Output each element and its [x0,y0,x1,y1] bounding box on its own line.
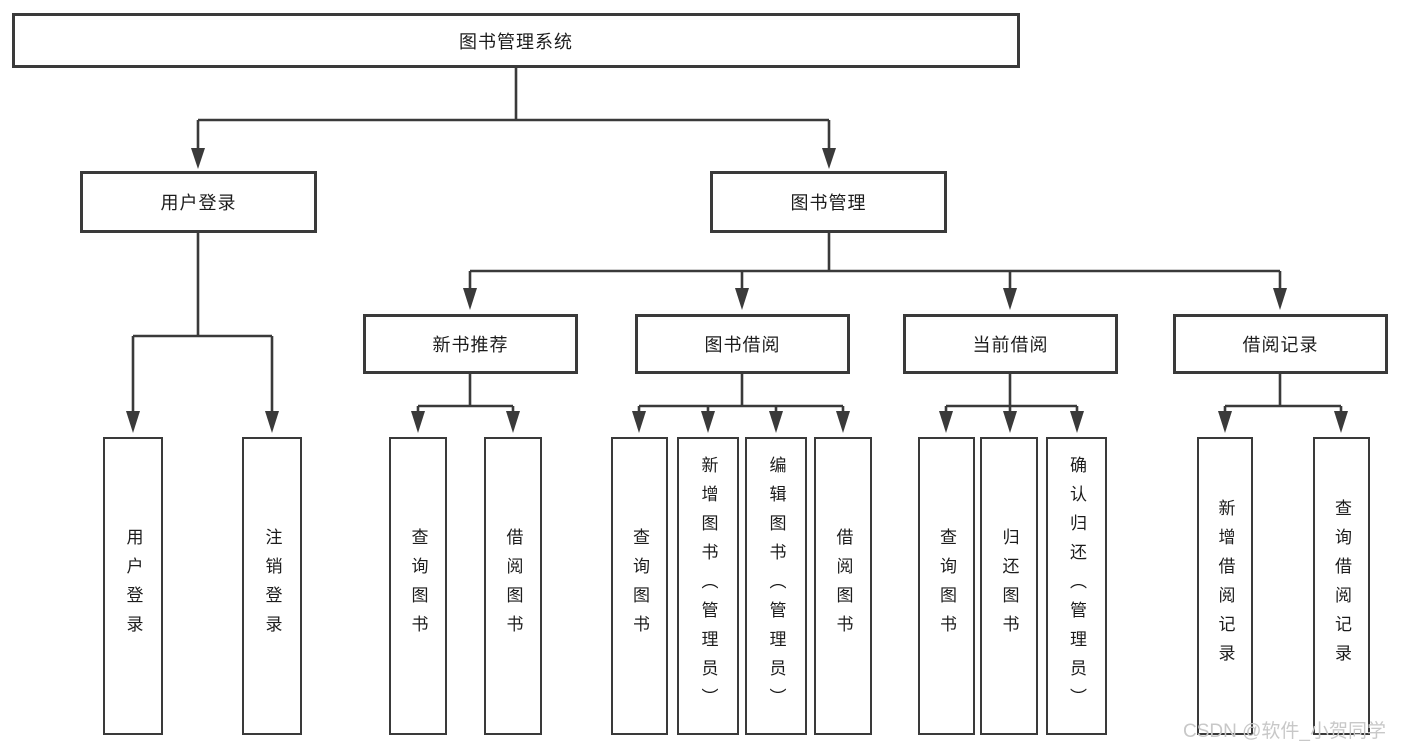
leaf-borrow-books-recommend: 借阅图书 [484,437,542,735]
leaf-edit-books-admin: 编辑图书（管理员） [745,437,807,735]
leaf-query-books-borrow: 查询图书 [611,437,668,735]
connector-userlogin-to-leaves [131,233,274,413]
leaf-label: 编辑图书（管理员） [766,455,786,717]
connector-root-to-level2 [196,68,831,150]
leaf-label: 查询图书 [630,528,649,644]
arrowhead [1003,288,1017,310]
node-root-system: 图书管理系统 [12,13,1020,68]
arrowhead [769,411,783,433]
arrowhead [1334,411,1348,433]
arrowhead [632,411,646,433]
node-label: 图书管理 [790,193,867,213]
arrowhead [126,411,140,433]
connector-borrow-to-leaves [637,374,845,413]
leaf-add-books-admin: 新增图书（管理员） [677,437,739,735]
leaf-query-books-recommend: 查询图书 [389,437,447,735]
node-new-book-recommend: 新书推荐 [363,314,578,374]
arrowhead [701,411,715,433]
connector-current-to-leaves [944,374,1079,413]
csdn-watermark: CSDN @软件_小贺同学 [1183,721,1386,742]
leaf-confirm-return-admin: 确认归还（管理员） [1046,437,1107,735]
leaf-logout: 注销登录 [242,437,302,735]
arrowhead [1070,411,1084,433]
arrowhead [506,411,520,433]
node-label: 图书借阅 [704,335,781,355]
node-book-management: 图书管理 [710,171,947,233]
leaf-return-books: 归还图书 [980,437,1038,735]
leaf-label: 注销登录 [262,528,282,644]
arrowhead [265,411,279,433]
leaf-user-login: 用户登录 [103,437,163,735]
leaf-label: 确认归还（管理员） [1067,455,1086,717]
leaf-add-borrow-record: 新增借阅记录 [1197,437,1253,735]
node-label: 图书管理系统 [459,31,573,52]
arrowhead [939,411,953,433]
arrowhead [1273,288,1287,310]
node-current-borrow: 当前借阅 [903,314,1118,374]
arrowhead [411,411,425,433]
node-label: 借阅记录 [1242,335,1319,355]
leaf-label: 查询借阅记录 [1332,499,1351,673]
leaf-label: 归还图书 [999,528,1019,644]
connector-newbooks-to-leaves [416,374,515,413]
arrowhead [191,148,205,169]
arrowhead [735,288,749,310]
leaf-label: 用户登录 [123,528,143,644]
node-label: 当前借阅 [972,335,1049,355]
arrowhead [822,148,836,169]
node-label: 新书推荐 [432,335,509,355]
arrowhead [1218,411,1232,433]
leaf-label: 查询图书 [408,528,428,644]
node-borrow-records: 借阅记录 [1173,314,1388,374]
node-book-borrow: 图书借阅 [635,314,850,374]
leaf-label: 新增图书（管理员） [698,455,718,717]
arrowhead [836,411,850,433]
leaf-label: 借阅图书 [833,528,853,644]
leaf-label: 查询图书 [937,528,956,644]
connector-bookmgmt-to-level3 [468,233,1282,290]
arrowhead [1003,411,1017,433]
leaf-query-books-current: 查询图书 [918,437,975,735]
arrowhead [463,288,477,310]
node-label: 用户登录 [160,193,237,213]
node-user-login: 用户登录 [80,171,317,233]
connector-records-to-leaves [1223,374,1343,413]
leaf-label: 借阅图书 [503,528,523,644]
leaf-label: 新增借阅记录 [1215,499,1235,673]
leaf-borrow-books: 借阅图书 [814,437,872,735]
leaf-query-borrow-record: 查询借阅记录 [1313,437,1370,735]
